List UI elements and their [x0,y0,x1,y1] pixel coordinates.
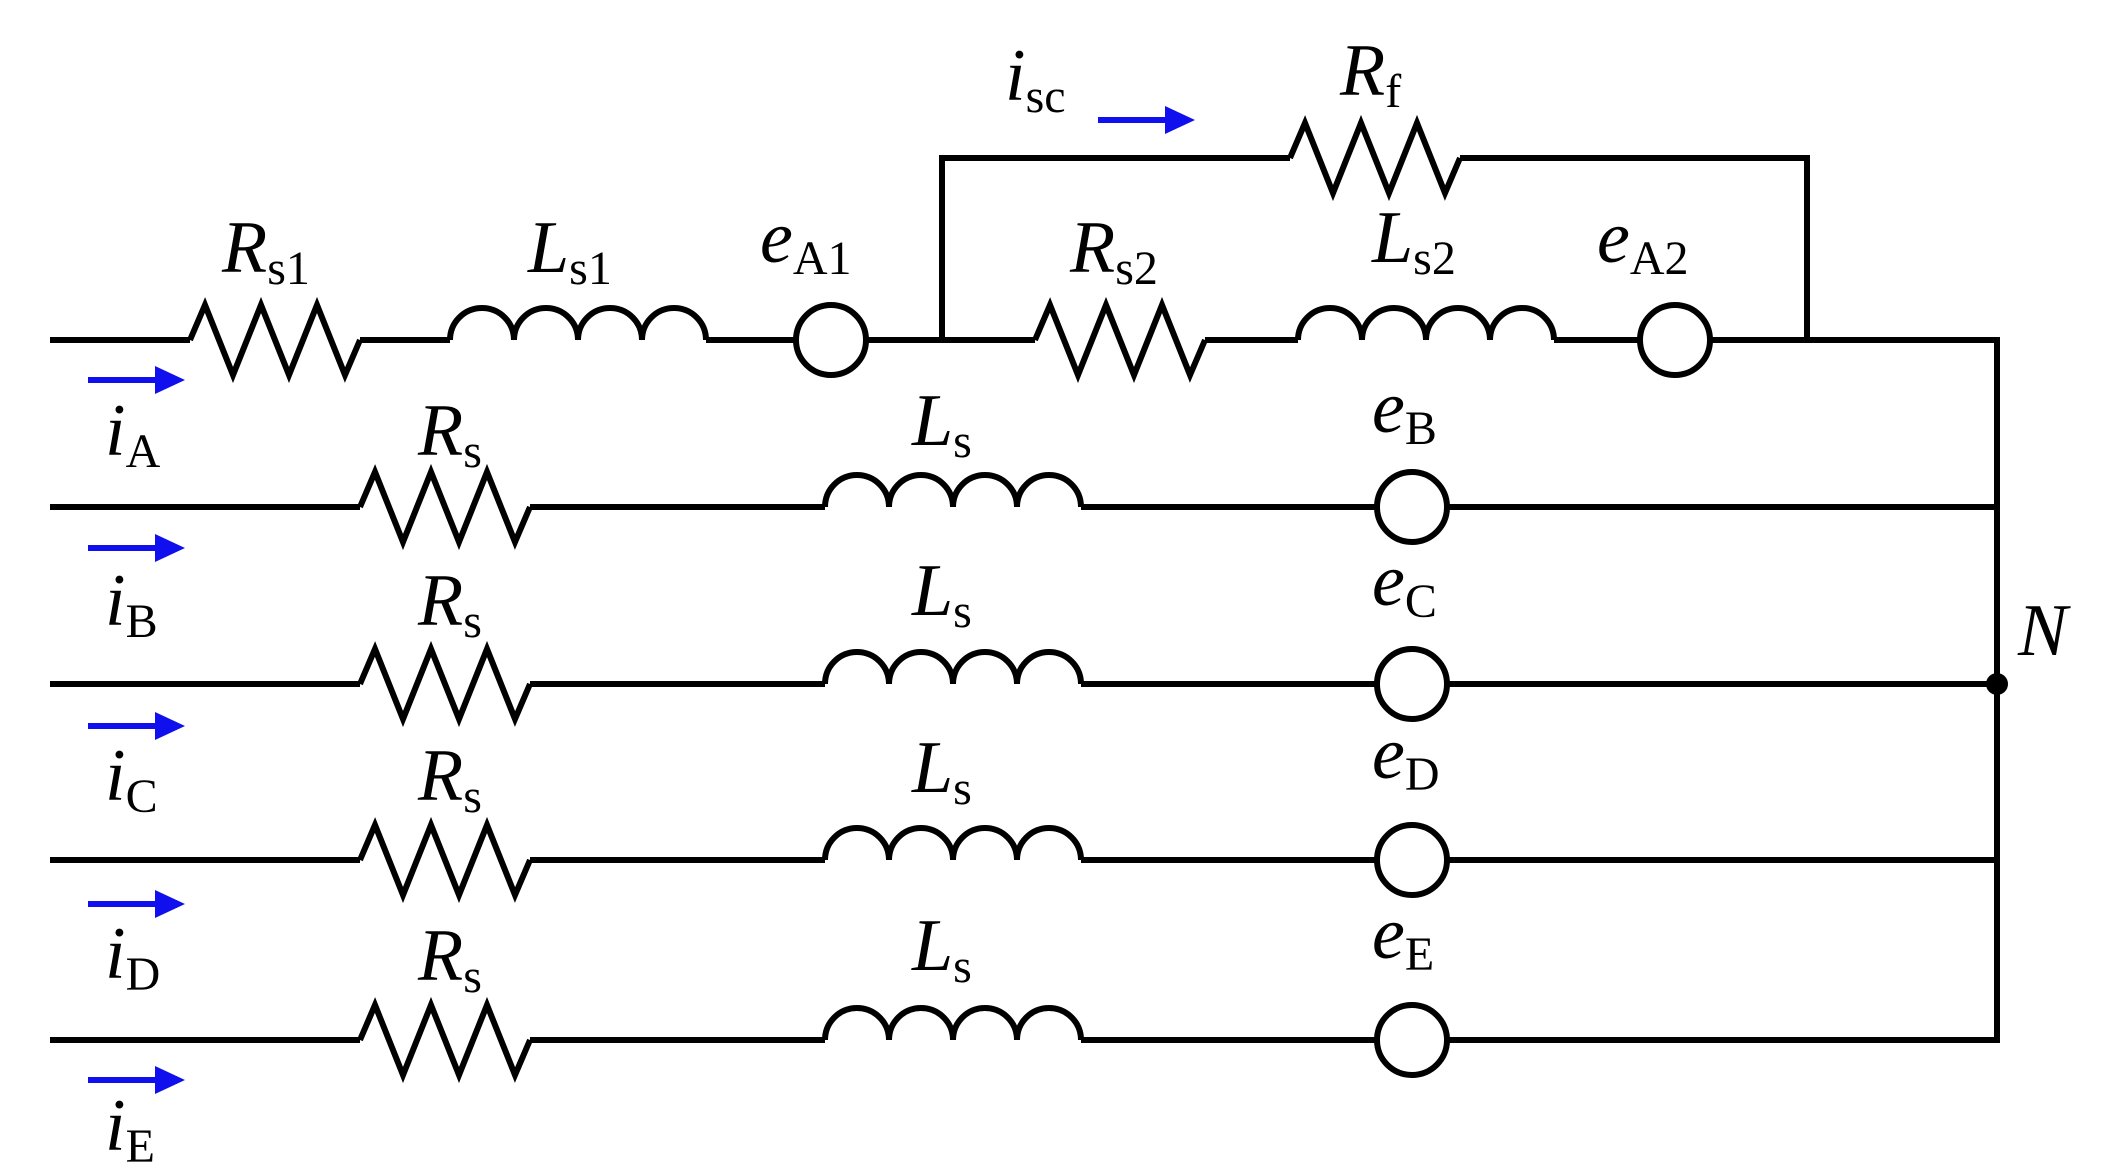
current-arrows [88,106,1195,1094]
current-arrow-isc [1098,106,1195,134]
label-id: iD [105,913,160,1001]
resistor-rs2 [1032,296,1208,384]
fault-branch-right [1460,155,1810,340]
phase-e-branch [50,996,1997,1084]
label-ee: eE [1372,893,1434,981]
current-arrow-ia [88,366,185,394]
label-ib: iB [105,560,158,648]
neutral-node-dot [1986,673,2008,695]
label-ie: iE [105,1085,155,1173]
label-eb: eB [1372,367,1437,455]
label-ls-d: Ls [911,727,972,815]
phase-c-branch [50,640,1997,728]
inductor-ls1 [447,305,709,341]
phase-d-branch [50,816,1997,904]
inductor-ls-b [822,472,1084,508]
label-rs-d: Rs [417,735,482,823]
inductor-ls-c [822,649,1084,685]
label-rf: Rf [1339,30,1401,118]
resistor-rs-d [357,816,533,904]
label-isc: isc [1005,35,1066,123]
label-ic: iC [105,735,158,823]
label-rs-c: Rs [417,560,482,648]
inductor-ls-e [822,1005,1084,1041]
phase-b-branch [50,463,1997,551]
source-eb [1374,469,1450,545]
current-labels: iA iB iC iD iE [105,390,161,1173]
label-neutral: N [2017,590,2071,672]
label-ia: iA [105,390,161,478]
label-ls1: Ls1 [527,207,612,295]
source-ea1 [793,302,869,378]
current-arrow-id [88,890,185,918]
fault-branch-left [939,155,1290,340]
current-arrow-ic [88,712,185,740]
phase-a-branch [50,114,1997,384]
resistor-rf [1287,114,1463,202]
component-labels: Rs1 Ls1 eA1 Rs2 Ls2 eA2 Rf isc N Rs Ls e… [221,30,2071,1003]
label-ls-c: Ls [911,550,972,638]
source-ea2 [1637,302,1713,378]
label-ec: eC [1372,540,1437,628]
label-ed: eeD [1372,713,1440,801]
label-ls-b: Ls [911,380,972,468]
source-ed [1374,822,1450,898]
label-rs-e: Rs [417,915,482,1003]
inductor-ls2 [1295,305,1557,341]
source-ec [1374,646,1450,722]
source-ee [1374,1002,1450,1078]
current-arrow-ib [88,534,185,562]
inductor-ls-d [822,825,1084,861]
resistor-rs-b [357,463,533,551]
label-rs-b: Rs [417,390,482,478]
label-ea2: eA2 [1597,197,1689,285]
current-arrow-ie [88,1066,185,1094]
label-ls2: Ls2 [1371,197,1456,285]
label-ls-e: Ls [911,905,972,993]
resistor-rs-e [357,996,533,1084]
resistor-rs-c [357,640,533,728]
label-ea1: eA1 [760,197,852,285]
label-rs1: Rs1 [221,207,310,295]
resistor-rs1 [187,296,363,384]
label-rs2: Rs2 [1069,207,1158,295]
